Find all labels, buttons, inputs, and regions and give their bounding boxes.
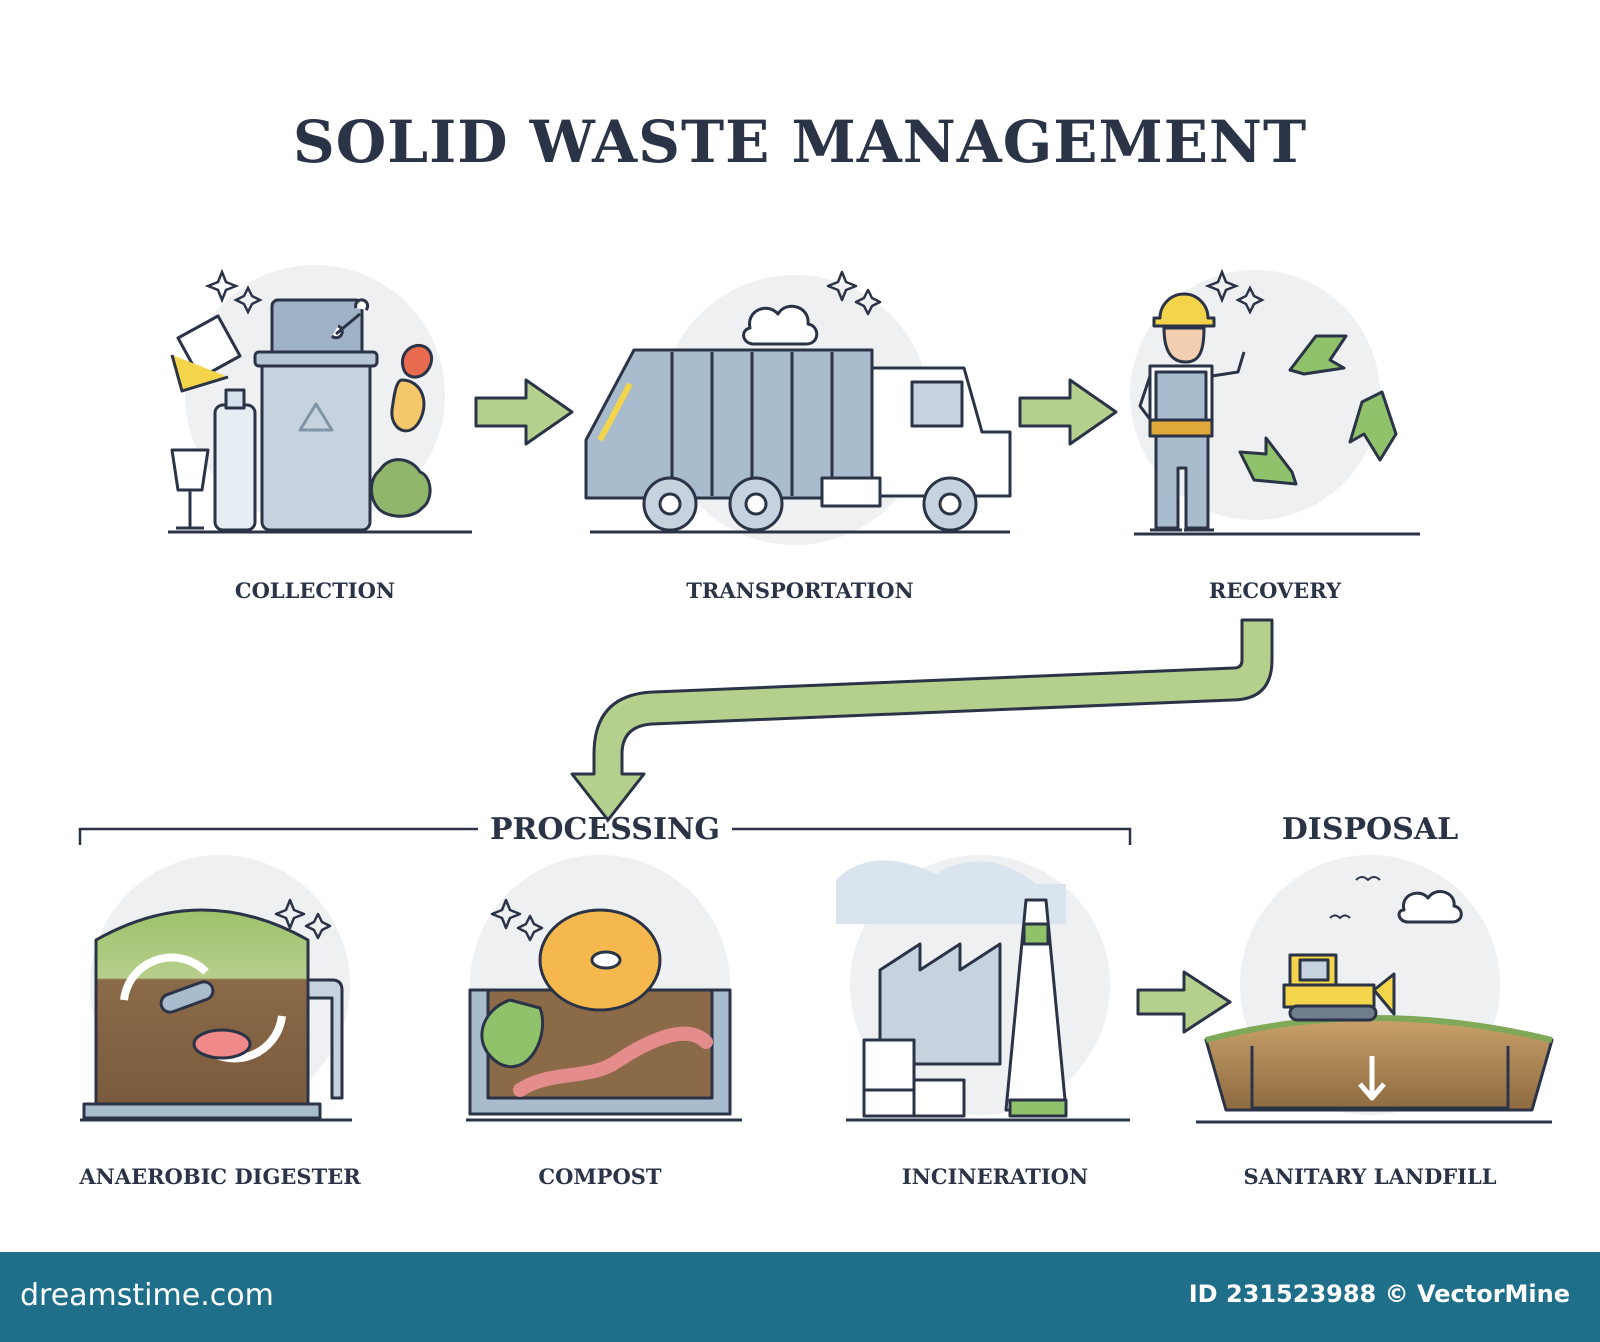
stage-label-anaerobic-digester: ANAEROBIC DIGESTER <box>79 1164 361 1189</box>
recycle-symbol-icon <box>1238 334 1398 486</box>
arrow-transportation-to-recovery <box>1018 378 1118 446</box>
section-disposal: DISPOSAL <box>1281 812 1459 847</box>
compost-icon <box>466 898 742 1122</box>
stage-label-collection: COLLECTION <box>234 578 396 603</box>
digester-tank-icon <box>80 898 352 1122</box>
stage-label-transportation: TRANSPORTATION <box>686 578 914 603</box>
stage-label-sanitary-landfill: SANITARY LANDFILL <box>1243 1164 1497 1189</box>
page-title: SOLID WASTE MANAGEMENT <box>292 108 1308 176</box>
processing-bracket <box>78 827 1132 845</box>
trash-bin-icon <box>168 298 472 534</box>
section-processing: PROCESSING <box>489 812 721 847</box>
arrow-incineration-to-landfill <box>1136 970 1232 1034</box>
incinerator-factory-icon <box>836 860 1130 1122</box>
landfill-bulldozer-icon <box>1196 876 1554 1124</box>
recycling-worker-icon <box>1138 292 1246 532</box>
footer-credit: ID 231523988 © VectorMine <box>1188 1280 1570 1308</box>
footer-brand[interactable]: dreamstime.com <box>20 1278 274 1313</box>
footer-bar: dreamstime.com ID 231523988 © VectorMine <box>0 1252 1600 1342</box>
arrow-collection-to-transportation <box>474 378 574 446</box>
sparkle-icon <box>204 268 263 315</box>
stage-label-compost: COMPOST <box>538 1164 662 1189</box>
sparkle-icon <box>1204 268 1265 315</box>
stage-label-incineration: INCINERATION <box>901 1164 1089 1189</box>
stage-label-recovery: RECOVERY <box>1208 578 1342 603</box>
arrow-recovery-to-processing <box>570 618 1274 822</box>
garbage-truck-icon <box>584 270 1012 534</box>
